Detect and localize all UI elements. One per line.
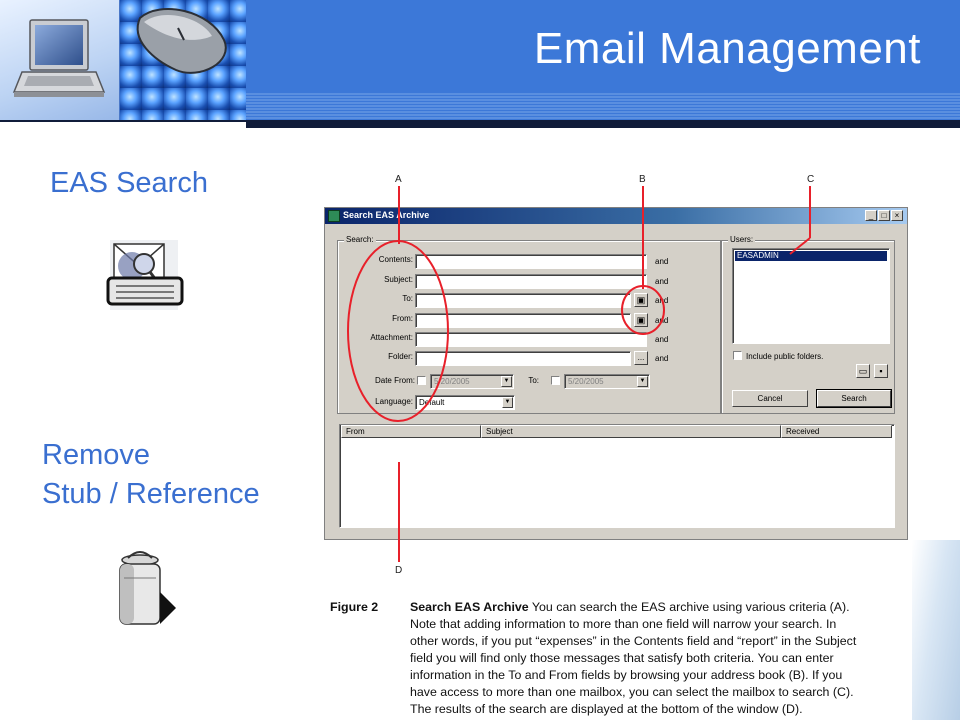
remove-heading-line2: Stub / Reference bbox=[42, 478, 260, 510]
slide-title: Email Management bbox=[533, 24, 921, 73]
mail-search-icon[interactable] bbox=[100, 230, 192, 319]
header-band bbox=[246, 0, 960, 92]
search-eas-archive-window: Search EAS Archive _ □ × Search: Content… bbox=[324, 207, 908, 540]
search-button[interactable]: Search bbox=[816, 389, 892, 408]
subject-label: Subject: bbox=[384, 275, 413, 284]
chevron-down-icon[interactable]: ▼ bbox=[637, 376, 648, 387]
window-title: Search EAS Archive bbox=[343, 210, 430, 220]
language-label: Language: bbox=[375, 397, 413, 406]
decorative-swoosh bbox=[912, 540, 960, 720]
date-from-checkbox[interactable] bbox=[417, 376, 426, 385]
address-book-icon[interactable]: ▣ bbox=[634, 293, 648, 307]
attachment-and: and bbox=[655, 335, 669, 344]
maximize-button[interactable]: □ bbox=[878, 210, 890, 221]
folder-field[interactable] bbox=[415, 351, 631, 366]
attachment-label: Attachment: bbox=[370, 333, 413, 342]
from-label: From: bbox=[392, 314, 413, 323]
eas-search-heading: EAS Search bbox=[50, 167, 208, 199]
to-label: To: bbox=[402, 294, 413, 303]
open-folder-icon[interactable]: ▭ bbox=[856, 364, 870, 378]
minimize-button[interactable]: _ bbox=[865, 210, 877, 221]
callout-d: D bbox=[395, 565, 403, 576]
results-column-subject[interactable]: Subject bbox=[481, 425, 781, 438]
date-to-label: To: bbox=[528, 376, 539, 385]
caption-line: have access to more than one mailbox, yo… bbox=[410, 685, 854, 699]
include-public-label: Include public folders. bbox=[746, 352, 824, 361]
folder-label: Folder: bbox=[388, 352, 413, 361]
include-public-checkbox[interactable] bbox=[733, 351, 742, 360]
save-icon[interactable]: ▪ bbox=[874, 364, 888, 378]
app-icon bbox=[328, 210, 340, 222]
date-from-field[interactable]: 5/20/2005 ▼ bbox=[430, 374, 514, 389]
header-divider bbox=[0, 120, 246, 122]
folder-and: and bbox=[655, 354, 669, 363]
callout-b: B bbox=[639, 174, 646, 185]
results-column-from[interactable]: From bbox=[341, 425, 481, 438]
trash-can-icon[interactable] bbox=[110, 548, 192, 639]
results-list[interactable]: From Subject Received bbox=[339, 424, 895, 528]
search-group-label: Search: bbox=[344, 235, 376, 244]
caption-body: Search EAS Archive You can search the EA… bbox=[410, 599, 910, 718]
users-list[interactable]: EASADMIN bbox=[732, 248, 890, 344]
computer-mouse-icon bbox=[120, 0, 246, 120]
address-book-icon[interactable]: ▣ bbox=[634, 313, 648, 327]
remove-heading-line1: Remove bbox=[42, 439, 150, 471]
contents-field[interactable] bbox=[415, 254, 647, 269]
slide-header: Email Management bbox=[0, 0, 960, 128]
to-field[interactable] bbox=[415, 293, 631, 308]
window-titlebar[interactable]: Search EAS Archive _ □ × bbox=[325, 208, 907, 224]
callout-c: C bbox=[807, 174, 815, 185]
header-rule bbox=[246, 120, 960, 128]
results-column-received[interactable]: Received bbox=[781, 425, 892, 438]
close-button[interactable]: × bbox=[891, 210, 903, 221]
to-and: and bbox=[655, 296, 669, 305]
chevron-down-icon[interactable]: ▼ bbox=[502, 397, 513, 408]
from-and: and bbox=[655, 316, 669, 325]
contents-label: Contents: bbox=[378, 255, 413, 264]
users-group-label: Users: bbox=[728, 235, 756, 244]
date-from-label: Date From: bbox=[374, 376, 415, 385]
header-stripes bbox=[246, 92, 960, 120]
subject-field[interactable] bbox=[415, 274, 647, 289]
laptop-icon bbox=[0, 0, 120, 120]
chevron-down-icon[interactable]: ▼ bbox=[501, 376, 512, 387]
search-group: Search: bbox=[337, 235, 721, 414]
caption-line: You can search the EAS archive using var… bbox=[531, 600, 850, 614]
from-field[interactable] bbox=[415, 313, 631, 328]
attachment-field[interactable] bbox=[415, 332, 647, 347]
caption-line: The results of the search are displayed … bbox=[410, 702, 803, 716]
caption-line: other words, if you put “expenses” in th… bbox=[410, 634, 857, 648]
callout-a: A bbox=[395, 174, 402, 185]
caption-line: information in the To and From fields by… bbox=[410, 668, 843, 682]
caption-line: field you will find only those messages … bbox=[410, 651, 834, 665]
caption-line: Note that adding information to more tha… bbox=[410, 617, 837, 631]
caption-figure-label: Figure 2 bbox=[330, 600, 379, 614]
contents-and: and bbox=[655, 257, 669, 266]
language-select[interactable]: Default ▼ bbox=[415, 395, 515, 410]
date-to-checkbox[interactable] bbox=[551, 376, 560, 385]
subject-and: and bbox=[655, 277, 669, 286]
date-to-field[interactable]: 5/20/2005 ▼ bbox=[564, 374, 650, 389]
folder-browse-button[interactable]: ... bbox=[634, 351, 648, 365]
cancel-button[interactable]: Cancel bbox=[732, 390, 808, 407]
caption-title: Search EAS Archive bbox=[410, 600, 529, 614]
user-list-item[interactable]: EASADMIN bbox=[735, 251, 887, 261]
